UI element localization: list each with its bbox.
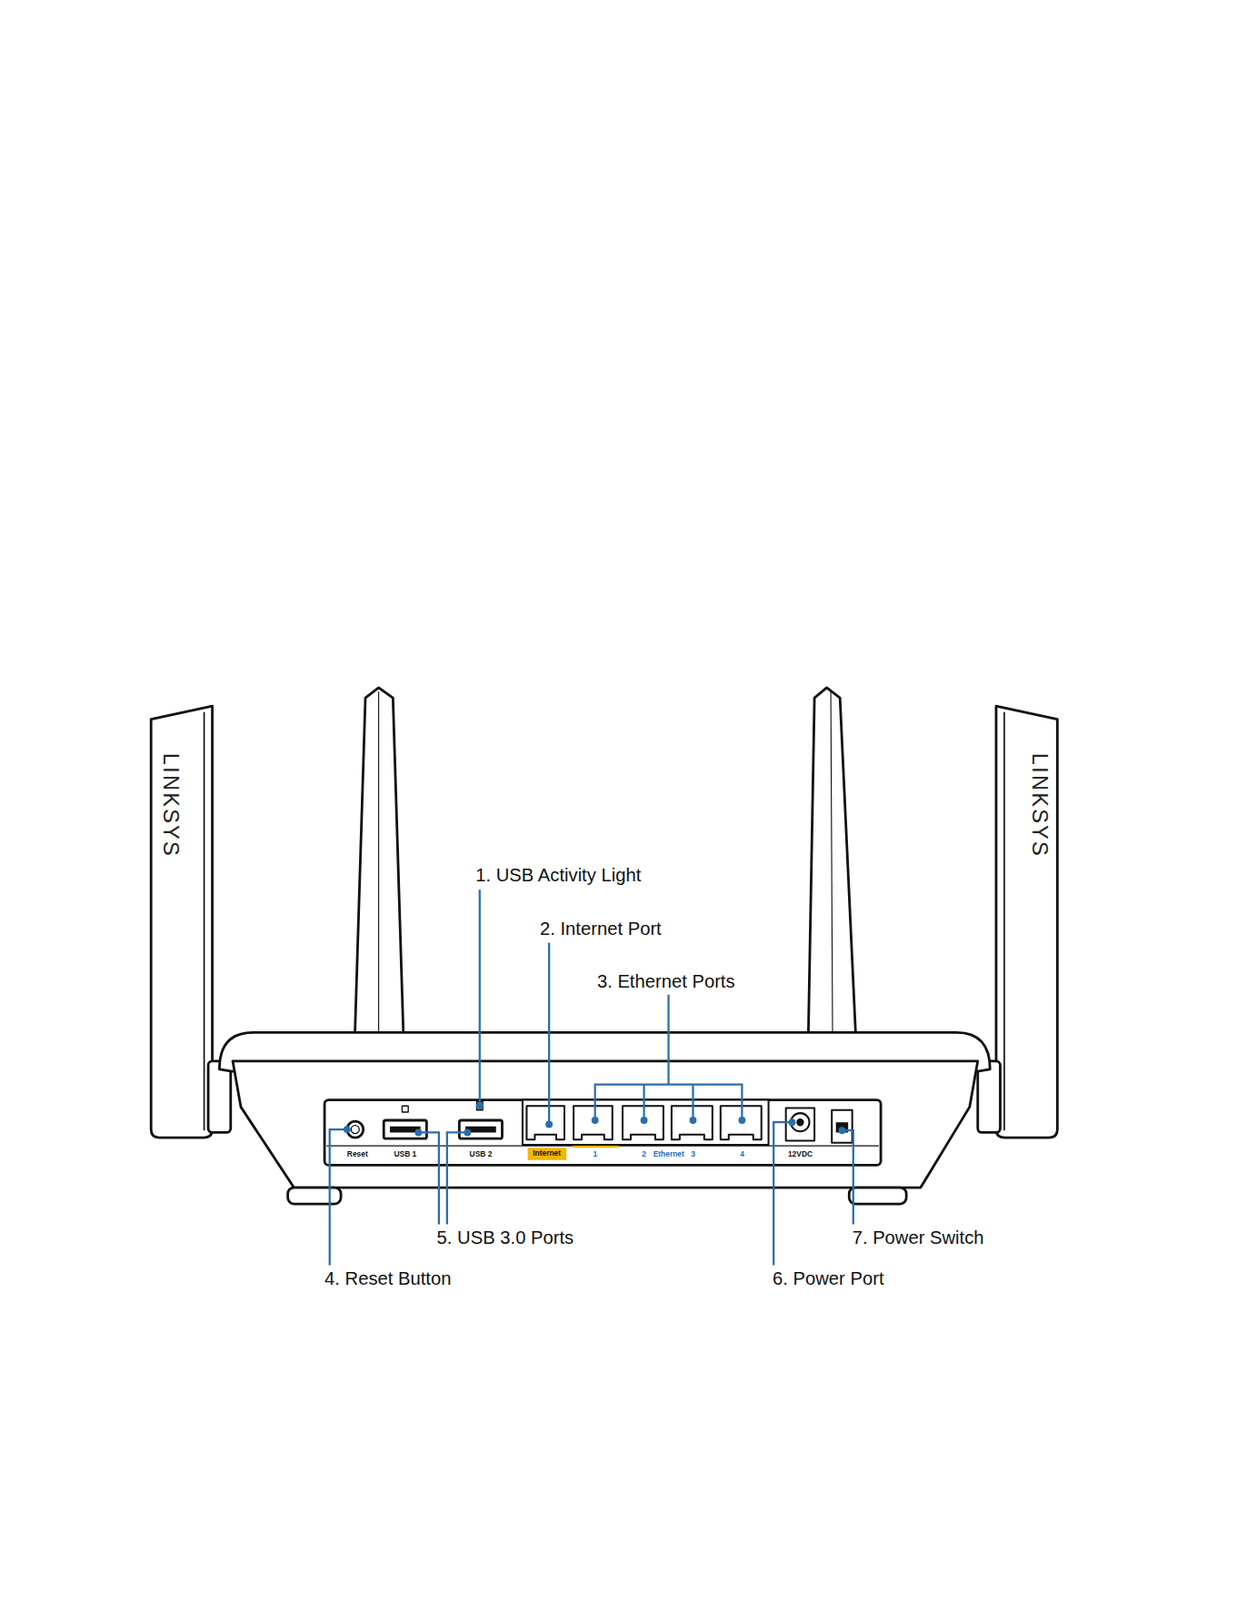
port-marking: 1 — [592, 1151, 598, 1159]
router-foot — [848, 1187, 907, 1205]
paddle-antenna — [996, 706, 1058, 1138]
power-port — [786, 1108, 815, 1142]
power-switch — [831, 1110, 852, 1144]
ethernet-port — [573, 1106, 613, 1140]
stick-antenna — [807, 688, 858, 1093]
brand-logo: LINKSYS — [1029, 753, 1052, 858]
usb-port — [383, 1120, 427, 1139]
port-marking: USB 2 — [469, 1151, 493, 1159]
router-foot — [288, 1187, 341, 1205]
stick-antenna — [353, 688, 406, 1093]
usb-icon — [401, 1106, 409, 1113]
ethernet-port — [526, 1106, 565, 1140]
router-body — [232, 1061, 978, 1188]
callout-label: 1. USB Activity Light — [475, 866, 641, 885]
port-marking: 2 — [641, 1151, 647, 1159]
port-marking: 12VDC — [788, 1151, 813, 1159]
usb-activity-light — [476, 1102, 483, 1111]
port-marking: Ethernet — [653, 1151, 685, 1159]
callout-label: 6. Power Port — [772, 1269, 884, 1288]
port-block — [522, 1100, 769, 1146]
leader-lines — [329, 889, 854, 1266]
callout-label: 5. USB 3.0 Ports — [437, 1228, 575, 1247]
brand-logo: LINKSYS — [159, 753, 182, 858]
callout-label: 7. Power Switch — [852, 1228, 985, 1247]
port-marking: 3 — [690, 1151, 696, 1159]
port-marking: USB 1 — [393, 1151, 417, 1159]
port-marking: 4 — [739, 1151, 745, 1159]
usb-port — [458, 1120, 502, 1139]
port-marking: Reset — [347, 1151, 369, 1159]
rear-panel — [324, 1100, 881, 1167]
callout-label: 3. Ethernet Ports — [597, 972, 736, 991]
callout-label: 4. Reset Button — [324, 1269, 451, 1288]
callout-label: 2. Internet Port — [539, 919, 662, 938]
paddle-antenna — [150, 706, 212, 1138]
port-marking: Internet — [528, 1147, 567, 1160]
